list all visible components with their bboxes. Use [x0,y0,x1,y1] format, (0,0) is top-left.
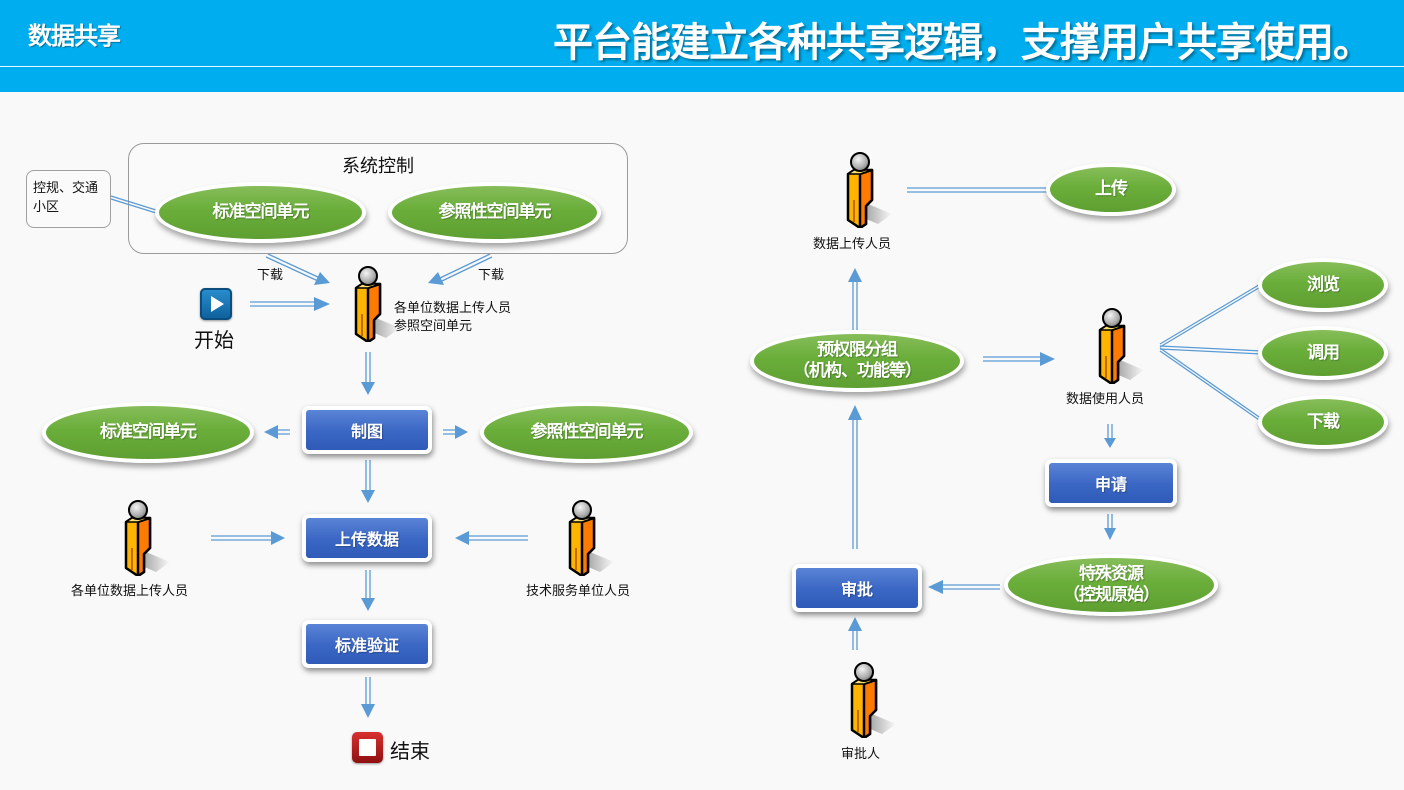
arrowhead [455,425,468,439]
arrow-upload-to-validate [365,570,371,600]
label-uploader-top-line1: 各单位数据上传人员 [394,301,512,316]
node-action-call[interactable]: 调用 [1258,326,1388,380]
page-headline: 平台能建立各种共享逻辑，支撑用户共享使用。 [553,20,1373,66]
arrowhead [928,580,943,594]
arrow-mapping-left [276,429,290,435]
mapping-button[interactable]: 制图 [302,406,432,454]
permission-group-line2: （机构、功能等） [793,361,922,381]
arrowhead [314,297,330,311]
arrow-mapping-right [443,429,458,435]
arrow-approver-to-approve [852,630,858,650]
person-figure [846,152,892,230]
arrow-group-to-uploader [852,280,858,330]
person-figure [124,500,170,578]
arrowhead [1104,528,1116,540]
arrow-apply-to-special [1107,514,1113,530]
section-title: 数据共享 [28,22,121,50]
upload-data-button[interactable]: 上传数据 [302,514,432,562]
stop-icon[interactable] [352,732,383,763]
arrowhead [361,598,375,611]
arrowhead [848,268,862,282]
person-icon-data-user [1090,308,1146,386]
arrow-user-to-apply [1107,424,1113,440]
label-tech-service: 技术服务单位人员 [526,584,631,599]
label-approver: 审批人 [841,747,881,762]
link-user-to-browse [1159,282,1263,348]
approve-button[interactable]: 审批 [792,564,922,612]
arrowhead [1104,438,1116,448]
label-uploader-left: 各单位数据上传人员 [71,584,189,599]
arrow-validate-to-end [365,677,371,706]
note-line-2: 小区 [33,200,60,215]
arrowhead [1040,352,1055,366]
node-output-standard-spatial-unit[interactable]: 标准空间单元 [42,402,254,463]
arrowhead [264,425,278,439]
link-uploader-to-upload [907,187,1048,193]
label-end: 结束 [390,739,430,763]
label-download-right: 下载 [478,268,505,283]
person-figure [1098,308,1144,386]
node-reference-spatial-unit[interactable]: 参照性空间单元 [388,182,601,243]
person-icon-data-uploader [838,152,894,230]
label-uploader-top: 各单位数据上传人员 参照空间单元 [394,300,511,336]
note-box: 控规、交通 小区 [26,170,111,228]
system-control-title: 系统控制 [342,156,414,177]
label-data-user: 数据使用人员 [1066,392,1145,407]
person-icon-approver [842,662,898,740]
header-divider [0,66,1404,67]
arrow-uploader-to-upload [211,535,272,541]
arrowhead [455,531,469,545]
arrowhead [848,617,862,631]
permission-group-line1: 预权限分组 [817,340,898,360]
play-icon[interactable] [200,288,232,320]
apply-button[interactable]: 申请 [1045,459,1177,507]
arrow-mapping-to-upload [365,460,371,492]
arrow-group-to-user [983,356,1040,362]
label-download-left: 下载 [257,268,284,283]
arrow-special-to-approve [942,584,1000,590]
header-bar: 数据共享 平台能建立各种共享逻辑，支撑用户共享使用。 [0,0,1404,92]
node-standard-spatial-unit[interactable]: 标准空间单元 [155,182,366,243]
arrowhead [428,272,444,285]
arrowhead [361,704,375,718]
link-user-to-call [1159,345,1263,355]
person-icon-uploader-left [116,500,172,578]
arrowhead [361,382,375,395]
arrowhead [271,531,285,545]
special-resource-line2: （控规原始） [1063,585,1160,605]
node-upload[interactable]: 上传 [1046,163,1176,216]
node-output-reference-spatial-unit[interactable]: 参照性空间单元 [480,402,693,463]
label-uploader-top-line2: 参照空间单元 [394,319,473,334]
person-icon-uploader-top [346,266,402,344]
label-start: 开始 [194,328,234,352]
note-line-1: 控规、交通 [33,181,99,196]
arrowhead [314,272,330,285]
arrowhead [848,405,862,420]
node-special-resource[interactable]: 特殊资源 （控规原始） [1004,554,1218,616]
person-icon-tech-service [560,500,616,578]
standard-validation-button[interactable]: 标准验证 [302,620,432,668]
arrowhead [361,490,375,503]
arrow-approve-to-group [852,420,858,549]
person-figure [568,500,614,578]
special-resource-line1: 特殊资源 [1079,564,1144,584]
person-figure [850,662,896,740]
arrow-start [250,301,316,307]
arrow-tech-to-upload [468,535,528,541]
label-data-uploader: 数据上传人员 [813,237,892,252]
person-figure [354,266,400,344]
node-action-download[interactable]: 下载 [1258,395,1388,449]
arrow-person-to-mapping [365,352,371,384]
node-action-browse[interactable]: 浏览 [1258,258,1388,312]
node-permission-group[interactable]: 预权限分组 （机构、功能等） [750,330,964,392]
link-user-to-download [1159,347,1263,423]
